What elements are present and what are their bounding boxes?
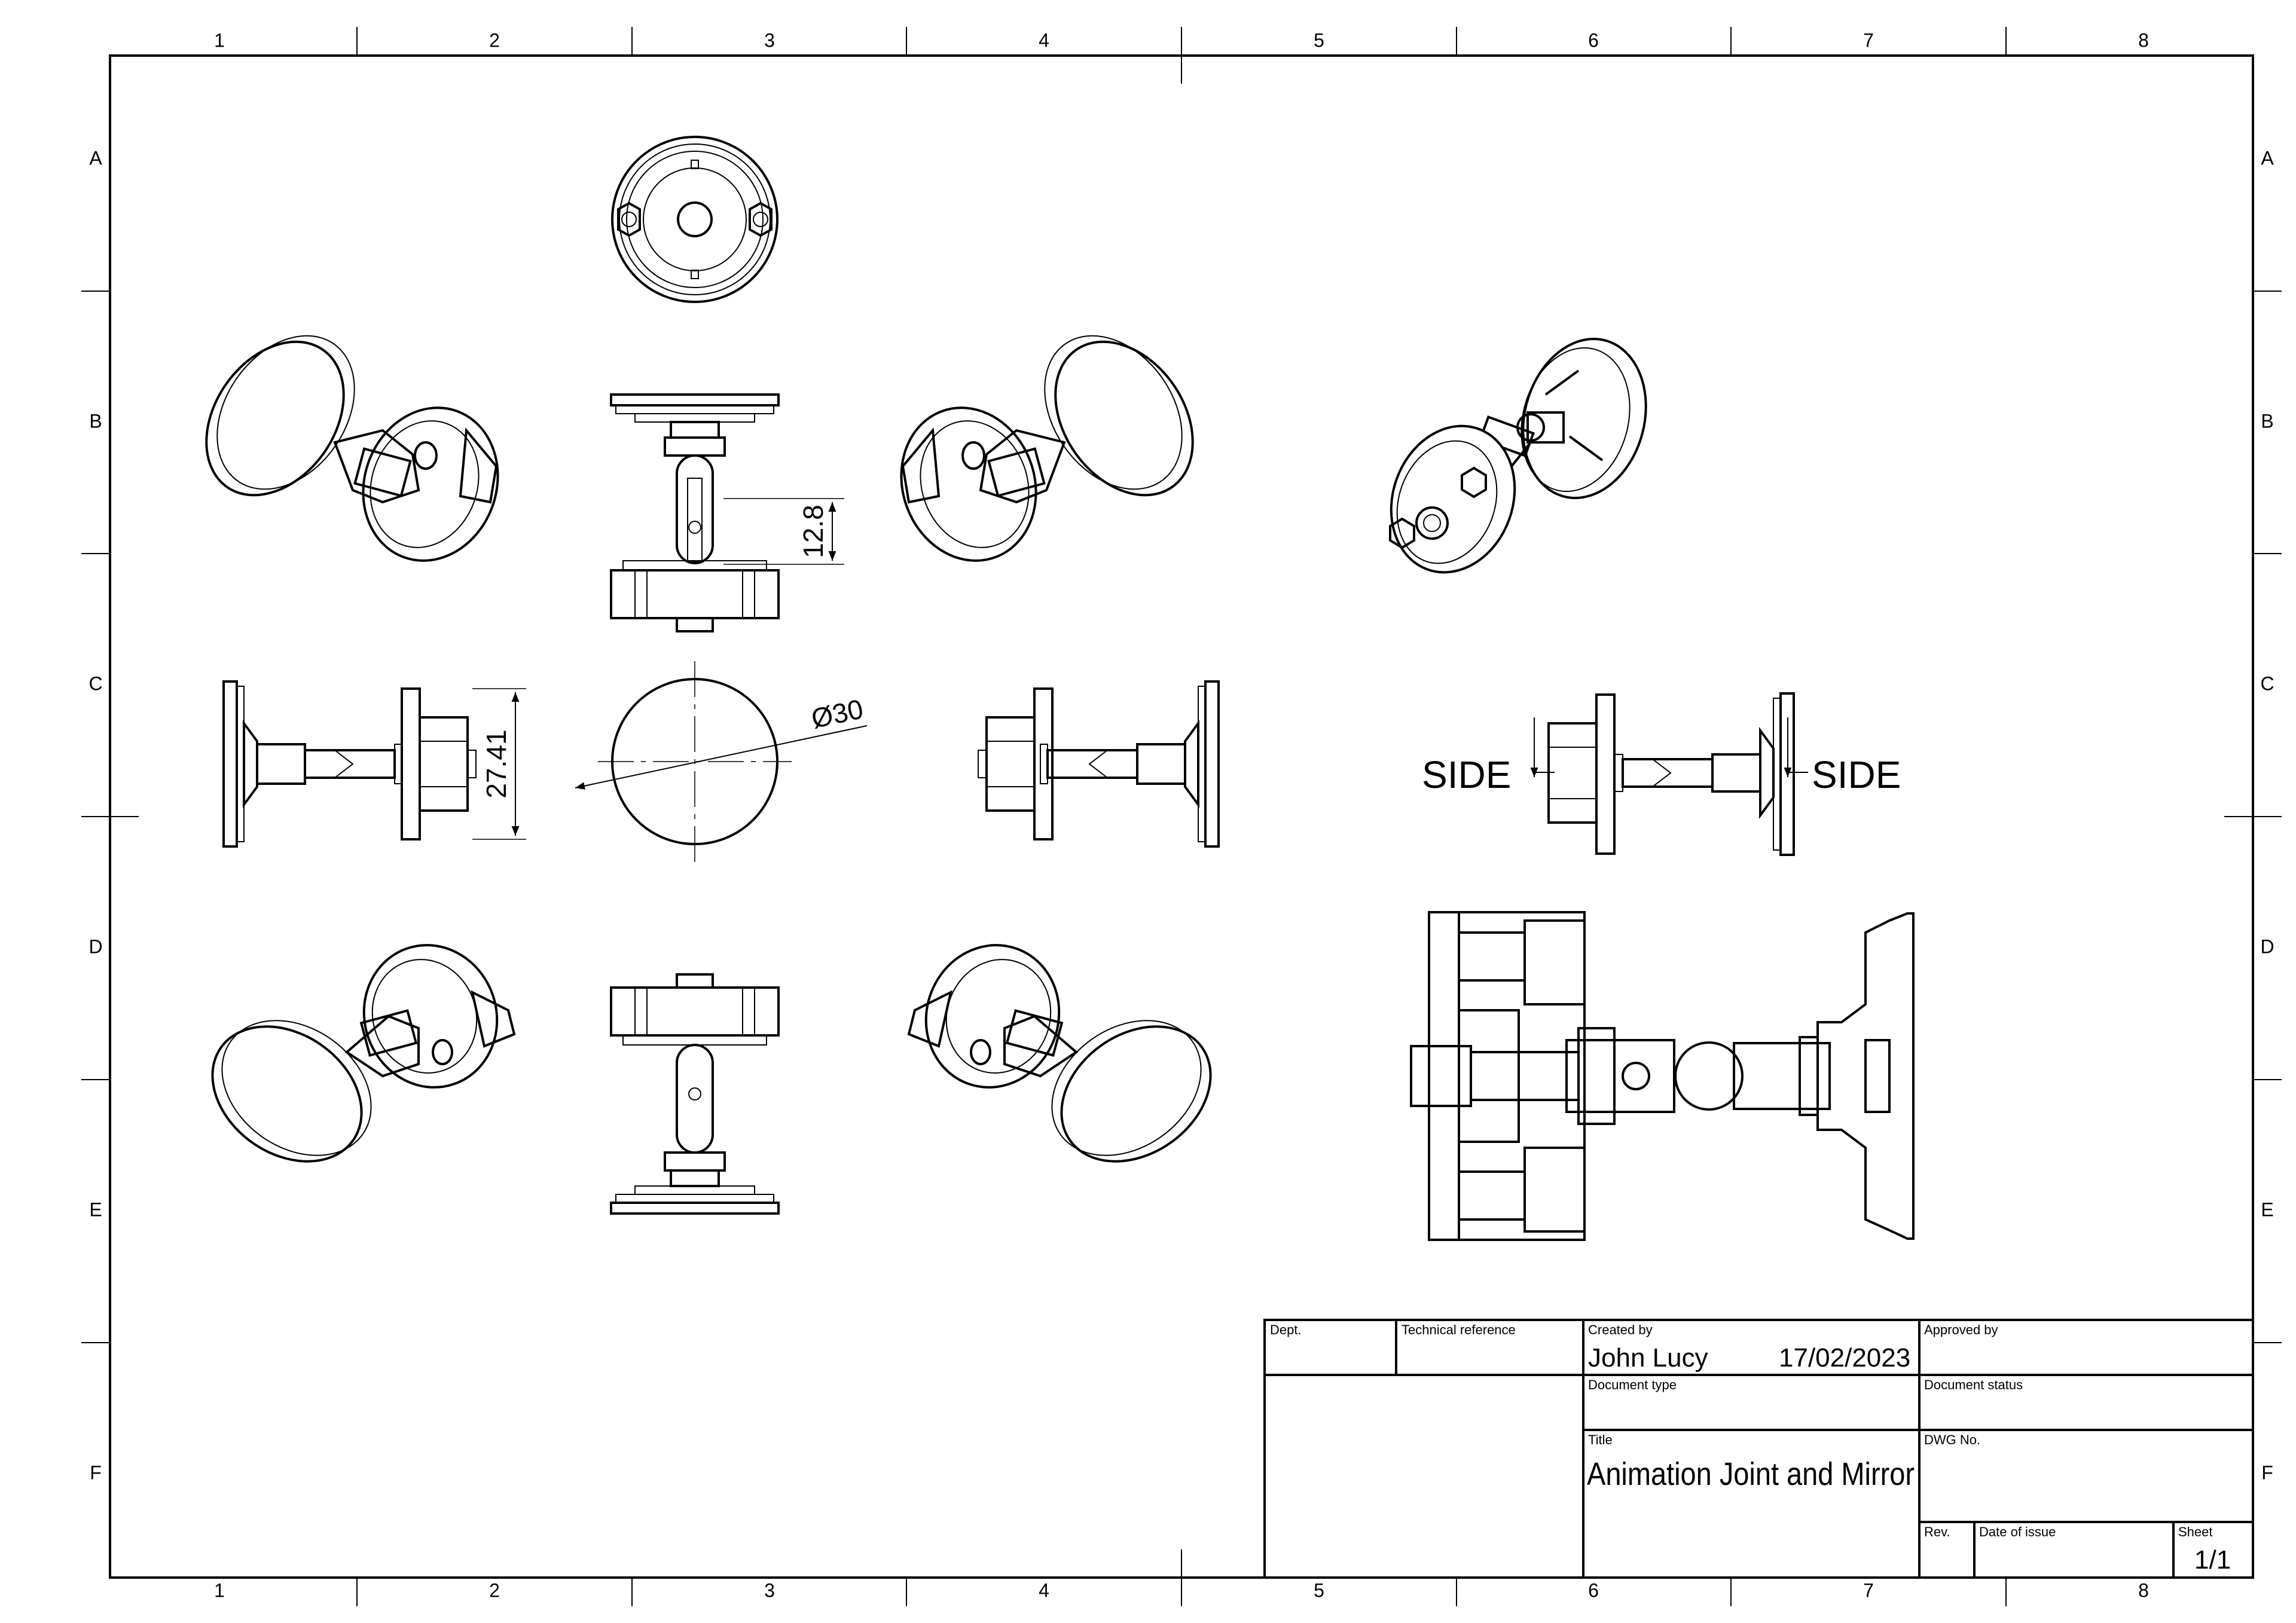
dimension-27-41: 27.41 [481,729,512,798]
row-label: B [89,410,102,432]
created-by-label: Created by [1588,1322,1653,1337]
technical-reference-label: Technical reference [1402,1322,1516,1337]
row-label: F [2261,1462,2273,1483]
column-label: 5 [1314,29,1324,51]
column-label: 8 [2138,29,2149,51]
rev-label: Rev. [1924,1524,1950,1539]
row-label: D [88,936,102,957]
title-label: Title [1588,1432,1613,1447]
section-marker-left: SIDE [1422,753,1511,796]
column-label: 8 [2138,1579,2149,1601]
date-of-issue-label: Date of issue [1979,1524,2056,1539]
column-label: 6 [1588,29,1599,51]
section-marked-view: SIDE SIDE [1422,692,1901,856]
row-label: D [2260,936,2274,957]
iso-view-b4 [900,335,1194,562]
column-label: 3 [764,1579,775,1601]
diameter-view: Ø30 [575,661,868,862]
row-label: A [89,147,102,169]
row-label: E [89,1199,102,1220]
iso-view-d4 [907,944,1212,1163]
document-type-label: Document type [1588,1377,1677,1392]
column-label: 1 [214,1579,225,1601]
sheet-value: 1/1 [2194,1545,2231,1575]
drawing-title: Animation Joint and Mirror [1587,1456,1915,1492]
zone-ticks [81,27,2282,1606]
iso-view-b6 [1389,338,1647,574]
front-elevation-view: 12.8 [610,393,844,632]
side-view-left: 27.41 [222,680,526,848]
row-label: B [2261,410,2273,432]
created-date-value: 17/02/2023 [1779,1343,1910,1373]
column-label: 3 [764,29,775,51]
created-by-value: John Lucy [1588,1343,1708,1373]
approved-by-label: Approved by [1924,1322,1998,1337]
row-label: C [2260,673,2274,694]
column-label: 4 [1039,29,1049,51]
title-block: Dept. Technical reference Created by Joh… [1263,1319,2254,1579]
dwg-no-label: DWG No. [1924,1432,1980,1447]
dimension-12-8: 12.8 [798,505,829,558]
row-label: A [2261,147,2274,169]
iso-view-b2 [205,335,499,562]
column-label: 2 [489,1579,500,1601]
dept-label: Dept. [1270,1322,1302,1337]
top-view [611,136,778,303]
row-label: C [88,673,102,694]
row-label: E [2261,1199,2273,1220]
row-label: F [90,1462,102,1483]
section-marker-right: SIDE [1812,753,1901,796]
section-view [1410,911,1915,1241]
column-label: 7 [1863,1579,1874,1601]
bottom-elevation-view [610,973,780,1215]
iso-view-d2 [211,944,516,1163]
column-label: 6 [1588,1579,1599,1601]
drawing-border [109,54,2254,1579]
sheet-label: Sheet [2178,1524,2213,1539]
column-label: 7 [1863,29,1874,51]
column-label: 1 [214,29,225,51]
side-view-right [978,680,1220,848]
column-label: 5 [1314,1579,1324,1601]
document-status-label: Document status [1924,1377,2023,1392]
column-label: 2 [489,29,500,51]
column-label: 4 [1039,1579,1049,1601]
